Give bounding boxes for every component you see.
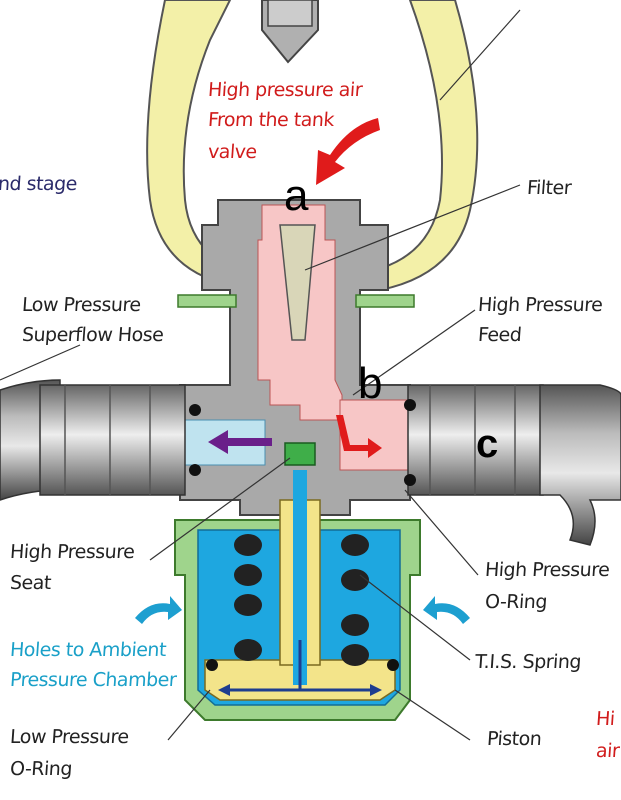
spring-coils-left (234, 534, 262, 661)
lp-oring-label-line2: O-Ring (9, 758, 73, 780)
right-hose (539, 384, 621, 546)
cut-label-air: air (595, 740, 621, 762)
lp-oring-label-line1: Low Pressure (9, 726, 130, 748)
leader-lines (0, 9, 521, 741)
hp-feed-label-line1: High Pressure (477, 294, 604, 316)
spring-coils-right (341, 534, 369, 666)
hp-oring-dot (404, 474, 416, 486)
left-hose-nut (39, 384, 186, 496)
label-c: c (476, 422, 499, 466)
lp-oring-right (387, 659, 399, 671)
holes-label-line1: Holes to Ambient (9, 639, 167, 661)
hp-seat (284, 442, 316, 466)
piston-label: Piston (486, 728, 543, 750)
hp-outlet (339, 399, 411, 471)
lp-oring-left (206, 659, 218, 671)
blue-arrow-left (135, 596, 182, 624)
hp-oring-label-line2: O-Ring (484, 591, 548, 613)
hp-seat-label-line2: Seat (9, 572, 52, 594)
yoke-right (373, 0, 479, 292)
blue-flow-down (230, 640, 370, 692)
red-flow-arrow (336, 415, 382, 458)
holes-label-line2: Pressure Chamber (9, 669, 177, 691)
label-b: b (358, 359, 383, 408)
hp-oring-label-line1: High Pressure (484, 559, 611, 581)
filter (279, 224, 316, 341)
hp-air-label-line2: From the tank (207, 109, 335, 131)
top-seal-left (177, 294, 237, 308)
hp-air-label-line1: High pressure air (207, 79, 363, 101)
blue-arrow-right (423, 596, 470, 624)
purple-arrow (208, 430, 272, 454)
hp-seat-label-line1: High Pressure (9, 541, 136, 563)
hp-feed-label-line2: Feed (477, 324, 523, 346)
label-a: a (284, 171, 309, 220)
second-stage-label: nd stage (0, 173, 78, 195)
top-seal-right (355, 294, 415, 308)
cut-label-hi: Hi (595, 708, 616, 730)
hp-air-label-line3: valve (207, 141, 258, 163)
lp-hose-label-line1: Low Pressure (21, 294, 142, 316)
red-inlet-arrow (316, 118, 380, 185)
lp-hose-label-line2: Superflow Hose (21, 324, 165, 346)
tis-spring-label: T.I.S. Spring (474, 651, 582, 673)
filter-label: Filter (526, 177, 572, 199)
